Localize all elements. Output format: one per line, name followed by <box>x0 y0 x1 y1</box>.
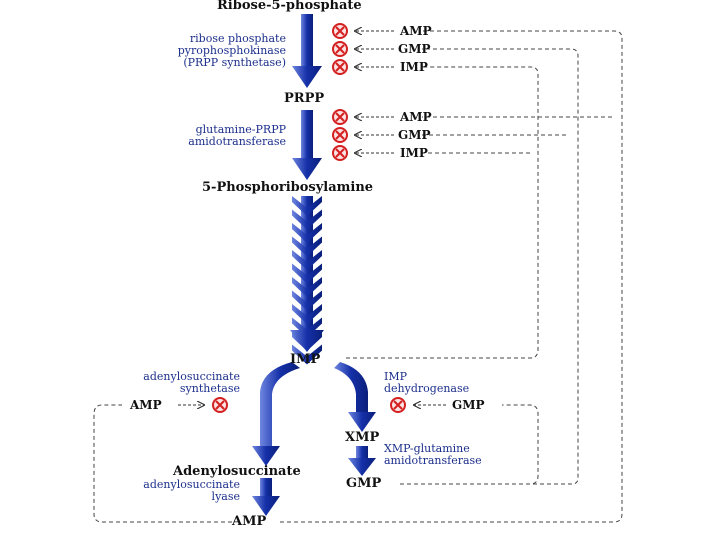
node-prpp: PRPP <box>284 91 325 106</box>
enzyme-xmp-glutamine-amidotransferase: XMP-glutamine amidotransferase <box>384 443 482 467</box>
chevron-tip <box>290 330 324 352</box>
enzyme-adenylosuccinate-lyase: adenylosuccinate lyase <box>90 479 240 503</box>
enzyme-line: amidotransferase <box>384 454 482 467</box>
feedback-gmp-3: GMP <box>452 398 485 412</box>
chevron-step <box>292 196 322 216</box>
node-amp: AMP <box>232 514 267 529</box>
feedback-amp-2: AMP <box>400 110 432 124</box>
arrow-ribose-to-prpp <box>292 14 322 88</box>
chevron-step <box>292 277 322 297</box>
inhibition-icon <box>390 397 406 413</box>
inhibition-icon <box>332 23 348 39</box>
inhibition-icon <box>332 59 348 75</box>
arrow-adenylosuccinate-to-amp <box>252 478 280 516</box>
enzyme-line: glutamine-PRPP <box>195 123 286 136</box>
inhibition-icon <box>332 109 348 125</box>
feedback-imp-2: IMP <box>400 146 428 160</box>
inhibition-icon <box>332 127 348 143</box>
enzyme-imp-dehydrogenase: IMP dehydrogenase <box>384 371 469 395</box>
enzyme-line: adenylosuccinate <box>143 370 240 383</box>
feedback-loops <box>93 30 623 523</box>
multi-step-arrows <box>290 196 324 365</box>
inhibition-symbols <box>212 23 406 413</box>
feedback-gmp-1: GMP <box>398 42 431 56</box>
node-gmp: GMP <box>346 476 382 491</box>
arrow-xmp-to-gmp <box>348 446 376 476</box>
enzyme-line: synthetase <box>179 382 240 395</box>
enzyme-prpp-synthetase: ribose phosphate pyrophosphokinase (PRPP… <box>130 33 286 69</box>
chevron-step <box>292 263 322 284</box>
enzyme-line: IMP <box>384 370 408 383</box>
node-5-phosphoribosylamine: 5-Phosphoribosylamine <box>202 180 374 195</box>
chevron-step <box>292 290 322 311</box>
enzyme-line: ribose phosphate <box>189 32 286 45</box>
enzyme-line: lyase <box>211 490 240 503</box>
enzyme-line: dehydrogenase <box>384 382 470 395</box>
arrow-prpp-to-pra <box>292 110 322 180</box>
inhibition-icon <box>332 41 348 57</box>
chevron-step <box>292 344 322 365</box>
arrow-imp-to-adenylosuccinate <box>252 362 300 466</box>
chevron-step <box>292 250 322 270</box>
enzyme-glutamine-prpp-amidotransferase: glutamine-PRPP amidotransferase <box>130 124 286 148</box>
feedback-amp-3: AMP <box>130 398 162 412</box>
node-xmp: XMP <box>345 430 380 445</box>
arrow-imp-to-xmp <box>334 362 376 432</box>
node-imp: IMP <box>290 352 321 367</box>
chevron-step <box>292 209 322 230</box>
feedback-gmp-2: GMP <box>398 128 431 142</box>
feedback-imp-1: IMP <box>400 60 428 74</box>
node-adenylosuccinate: Adenylosuccinate <box>173 464 301 479</box>
chevron-step <box>292 304 322 324</box>
node-ribose-5-phosphate: Ribose-5-phosphate <box>217 0 362 13</box>
feedback-short-arrows <box>178 31 446 405</box>
chevron-step <box>292 236 322 257</box>
enzyme-line: amidotransferase <box>188 135 286 148</box>
enzyme-line: adenylosuccinate <box>143 478 240 491</box>
inhibition-icon <box>212 397 228 413</box>
enzyme-adenylosuccinate-synthetase: adenylosuccinate synthetase <box>90 371 240 395</box>
feedback-amp-1: AMP <box>400 24 432 38</box>
enzyme-line: XMP-glutamine <box>384 442 470 455</box>
enzyme-line: (PRPP synthetase) <box>183 56 286 69</box>
enzyme-line: pyrophosphokinase <box>177 44 286 57</box>
inhibition-icon <box>332 145 348 161</box>
chevron-step <box>292 223 322 243</box>
